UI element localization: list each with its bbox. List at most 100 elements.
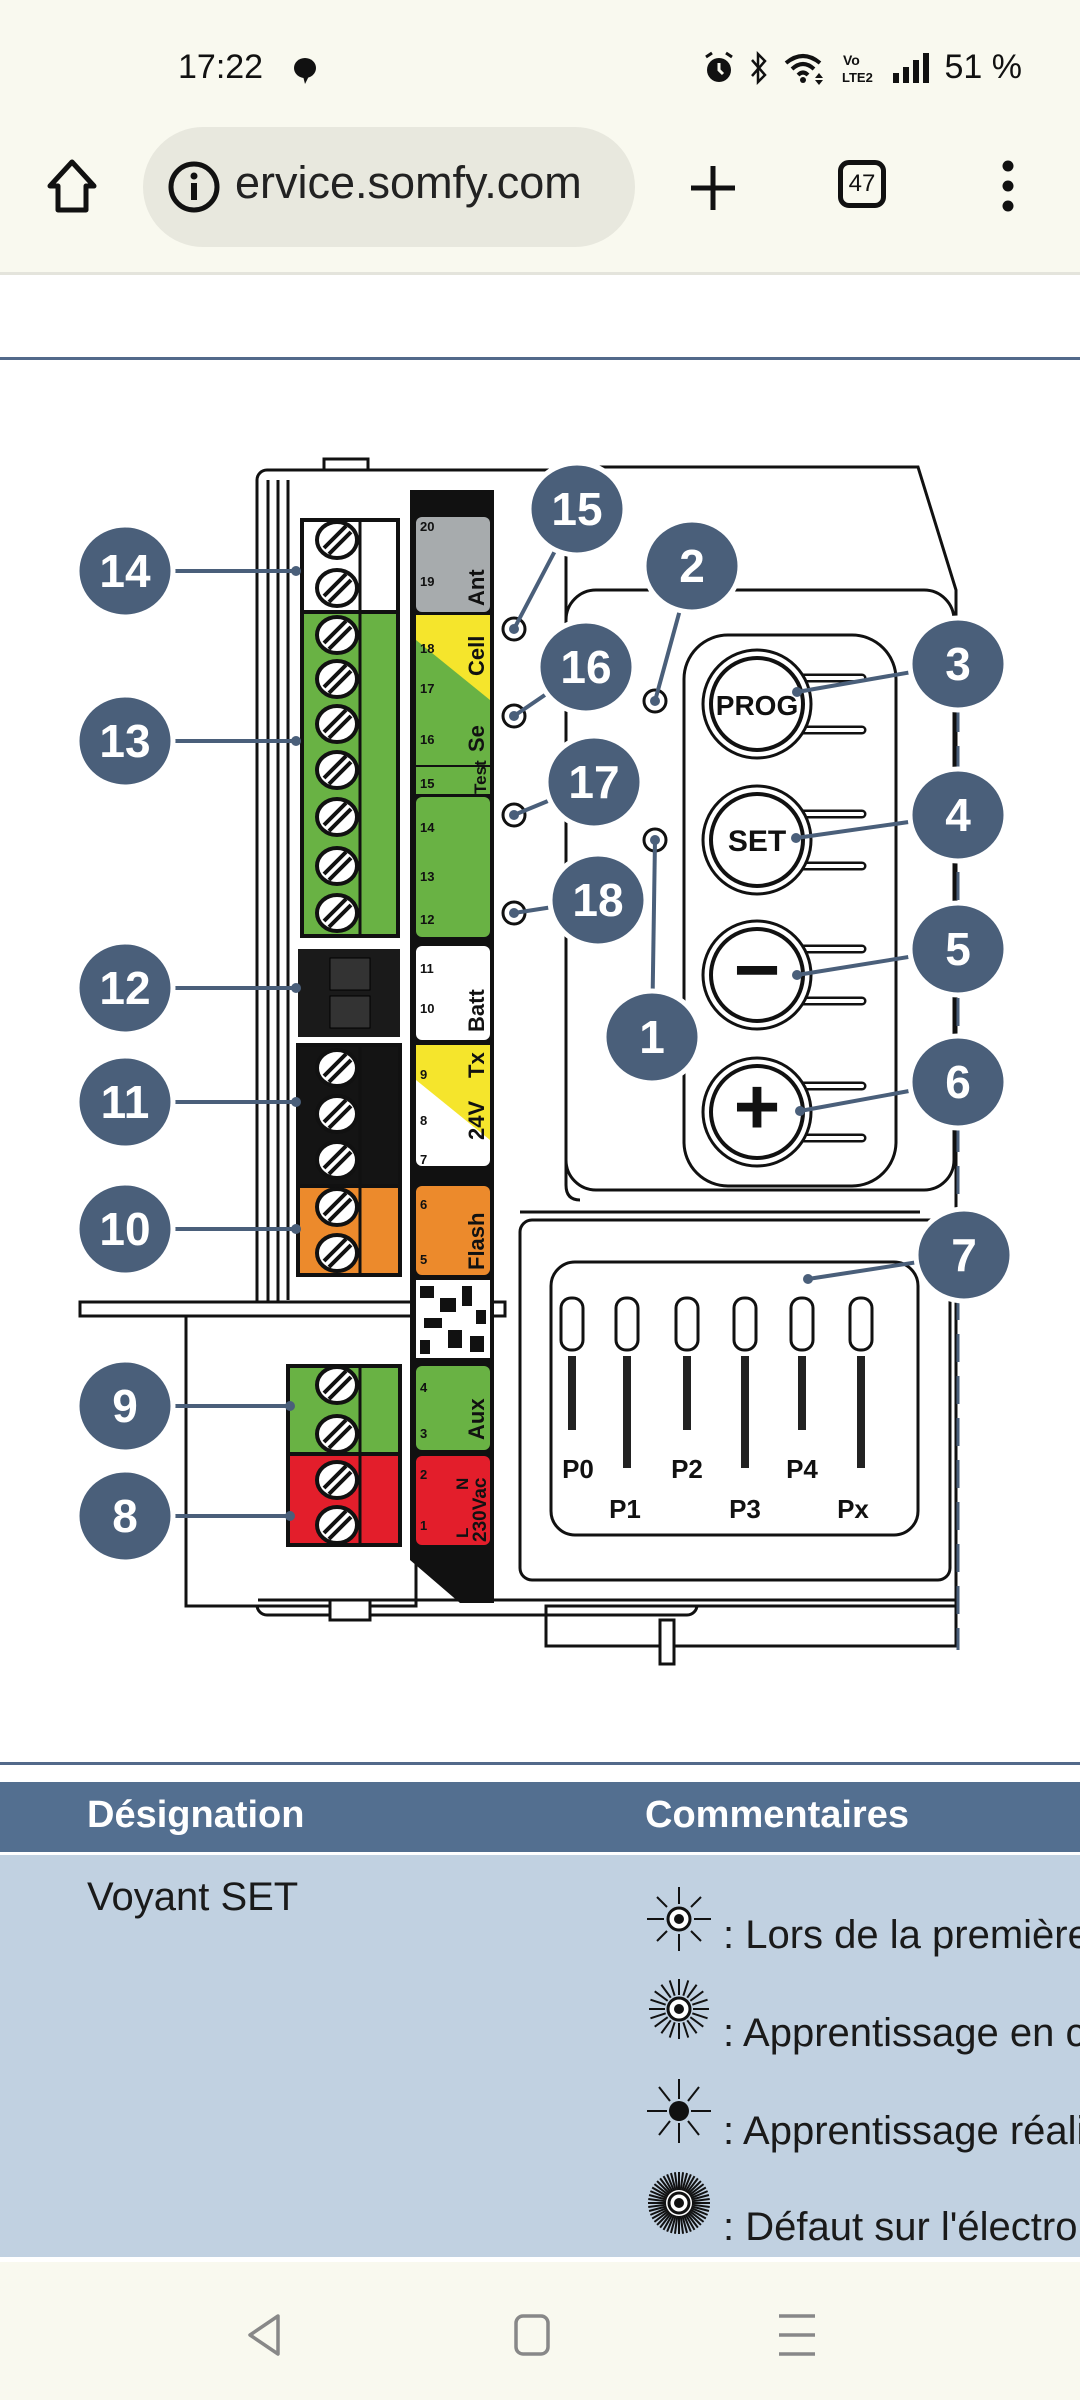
battery-level: 51 % (944, 48, 1023, 86)
callout-badge-number: 16 (560, 641, 611, 693)
designation-cell: Voyant SET (87, 1875, 299, 1919)
callout-badge-5: 5 (907, 900, 1009, 998)
minus-button[interactable]: − (701, 919, 867, 1031)
slider-label: P0 (562, 1454, 594, 1484)
leader-dot (291, 1224, 301, 1234)
leader-dot (291, 566, 301, 576)
table-top-divider (0, 1762, 1080, 1765)
terminal-number: 9 (420, 1067, 427, 1082)
screw-icon (315, 1140, 359, 1180)
led-fast-blink-icon (649, 1979, 709, 2039)
home-square-icon[interactable] (512, 2312, 552, 2358)
alarm-icon (704, 51, 733, 82)
recents-icon[interactable] (776, 2312, 818, 2358)
label-flash: Flash (464, 1213, 489, 1270)
callout-badge-15: 15 (526, 460, 628, 558)
prog-button[interactable]: PROG (701, 648, 867, 760)
callout-badge-12: 12 (74, 939, 176, 1037)
leader-dot (291, 1097, 301, 1107)
tabs-button[interactable]: 47 (838, 160, 886, 208)
leader-dot (795, 1106, 805, 1116)
screw-icon (315, 797, 359, 837)
leader-dot (509, 810, 519, 820)
slider-label: P1 (609, 1494, 641, 1524)
clock: 17:22 (178, 48, 264, 86)
screw-icon (315, 1094, 359, 1134)
prog-button-label: PROG (716, 690, 798, 721)
callout-badge-3: 3 (907, 615, 1009, 713)
callout-badge-13: 13 (74, 692, 176, 790)
callout-badge-number: 3 (945, 638, 971, 690)
control-board-diagram: Ant Cell Se Test Batt Tx 24V Flash Aux 2… (74, 457, 1015, 1666)
terminal-number: 1 (420, 1518, 427, 1533)
button-panel (682, 633, 898, 1188)
slider-label: P4 (786, 1454, 818, 1484)
table-header: Désignation Commentaires (0, 1782, 1080, 1855)
dip-slider-p2[interactable]: P2 (671, 1296, 703, 1484)
label-230vac: 230Vac (470, 1477, 491, 1542)
menu-icon[interactable] (996, 160, 1020, 212)
label-batt: Batt (464, 989, 489, 1032)
callout-badge-number: 7 (951, 1229, 977, 1281)
leader-dot (291, 736, 301, 746)
comment-item: : Apprentissage en co (645, 1979, 1080, 2073)
set-button-label: SET (728, 825, 786, 858)
svg-text:Vo: Vo (843, 52, 860, 68)
plus-button[interactable]: + (701, 1056, 867, 1168)
terminal-number: 6 (420, 1197, 427, 1212)
screw-icon (315, 1365, 359, 1405)
slider-label: P3 (729, 1494, 761, 1524)
leader-dot (291, 983, 301, 993)
column-header-designation: Désignation (87, 1794, 305, 1836)
dip-slider-p0[interactable]: P0 (559, 1296, 594, 1484)
info-icon[interactable] (167, 160, 221, 214)
callout-badge-17: 17 (543, 733, 645, 831)
strip-labels: Ant Cell Se Test Batt Tx 24V Flash Aux 2… (416, 517, 491, 1545)
leader-dot (509, 624, 519, 634)
svg-text:LTE2: LTE2 (842, 70, 873, 85)
back-icon[interactable] (244, 2312, 284, 2358)
address-bar[interactable]: ervice.somfy.com (143, 127, 635, 247)
url-text[interactable]: ervice.somfy.com (235, 157, 582, 208)
screw-icon (315, 704, 359, 744)
terminal-number: 11 (420, 961, 434, 976)
terminal-number: 3 (420, 1426, 427, 1441)
dip-slider-p3[interactable]: P3 (729, 1296, 761, 1524)
home-icon[interactable] (44, 158, 100, 216)
callout-badge-number: 17 (568, 756, 619, 808)
label-cell: Cell (464, 636, 489, 676)
dip-slider-p4[interactable]: P4 (786, 1296, 818, 1484)
new-tab-icon[interactable] (688, 163, 738, 213)
set-button[interactable]: SET (701, 784, 867, 896)
terminal-number: 16 (420, 732, 434, 747)
leader-dot (792, 970, 802, 980)
dip-slider-p1[interactable]: P1 (609, 1296, 641, 1524)
label-tx: Tx (464, 1052, 489, 1078)
screw-icon (315, 1187, 359, 1227)
leader-dot (285, 1511, 295, 1521)
terminal-number: 10 (420, 1001, 434, 1016)
callout-badge-number: 10 (99, 1203, 150, 1255)
plus-button-label: + (734, 1062, 781, 1151)
comment-text: : Défaut sur l'électron (723, 2205, 1080, 2249)
callout-badge-number: 14 (99, 545, 151, 597)
slider-panel (549, 1260, 920, 1537)
label-l: L (453, 1528, 472, 1538)
callout-badge-number: 2 (679, 540, 705, 592)
callout-badge-2: 2 (641, 517, 743, 615)
screw-icon (315, 1414, 359, 1454)
terminal-number: 5 (420, 1252, 427, 1267)
leader-dot (650, 835, 660, 845)
screw-icon (315, 893, 359, 933)
terminal-number: 17 (420, 681, 434, 696)
leader-dot (792, 687, 802, 697)
table-row: Voyant SET : Lors de la première : Appre… (0, 1855, 1080, 2257)
callout-badge-number: 18 (572, 874, 623, 926)
screw-icon (315, 659, 359, 699)
signal-icon (892, 52, 929, 83)
led-on-icon (647, 2079, 711, 2143)
leader-dot (791, 833, 801, 843)
callout-badge-number: 12 (99, 962, 150, 1014)
label-aux: Aux (464, 1398, 489, 1440)
dip-slider-px[interactable]: Px (837, 1296, 874, 1524)
